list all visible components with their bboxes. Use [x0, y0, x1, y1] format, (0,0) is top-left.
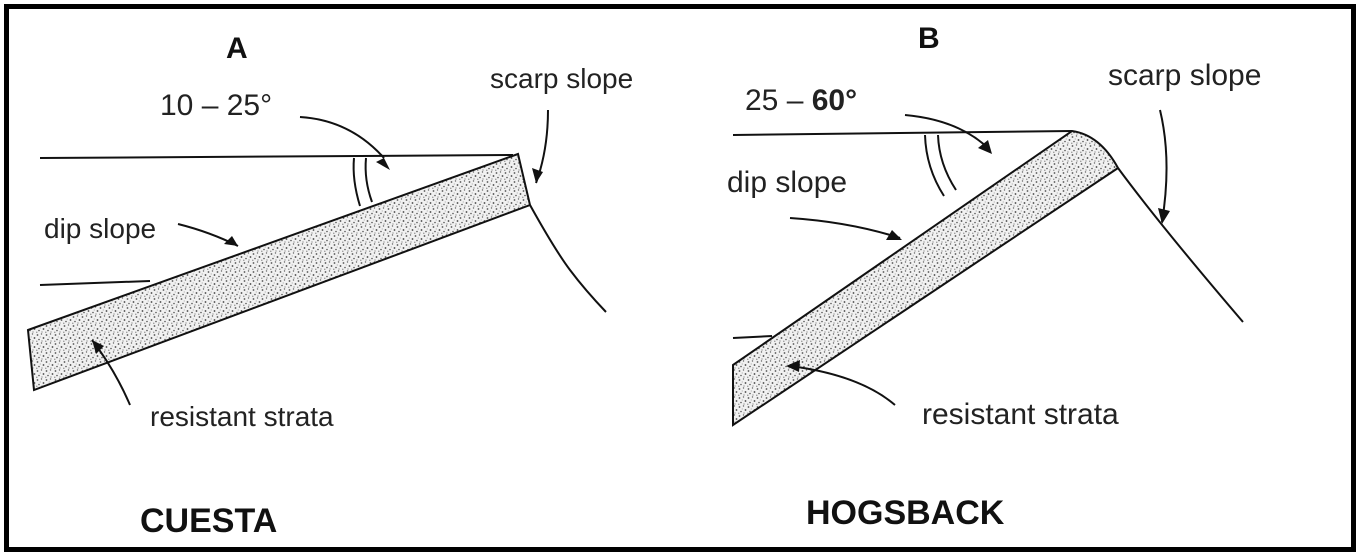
hogsback-angle-arc-inner: [938, 135, 956, 190]
panel-a-letter: A: [226, 32, 248, 65]
hogsback-dip-arrow: [790, 218, 900, 238]
hogsback-scarp-line: [1118, 168, 1243, 322]
cuesta-strata-label: resistant strata: [150, 401, 334, 432]
hogsback-title: HOGSBACK: [806, 494, 1005, 532]
hogsback-horizontal-line: [733, 131, 1072, 135]
cuesta-angle-arc-outer: [354, 158, 360, 206]
hogsback-angle-label: 25 – 60°: [745, 84, 857, 117]
hogsback-panel: B 25 – 60° scarp slope dip slope resista…: [727, 22, 1261, 532]
hogsback-scarp-arrow: [1160, 110, 1167, 222]
hogsback-angle-arc-outer: [925, 135, 944, 196]
cuesta-title: CUESTA: [140, 502, 277, 540]
hogsback-angle-value: 60°: [812, 84, 857, 117]
cuesta-ground-line: [40, 281, 150, 285]
hogsback-strata-label: resistant strata: [922, 398, 1119, 431]
cuesta-angle-arrow: [300, 117, 384, 158]
panel-b-letter: B: [918, 22, 940, 55]
hogsback-scarp-label: scarp slope: [1108, 59, 1261, 92]
hogsback-angle-prefix: 25 –: [745, 84, 812, 117]
cuesta-scarp-label: scarp slope: [490, 63, 633, 94]
hogsback-dip-label: dip slope: [727, 166, 847, 199]
cuesta-angle-arrowhead: [376, 158, 390, 170]
cuesta-angle-label: 10 – 25°: [160, 89, 272, 122]
cuesta-horizontal-line: [40, 155, 513, 158]
cuesta-angle-arc-inner: [366, 158, 372, 202]
hogsback-ground-line: [733, 336, 772, 338]
cuesta-panel: A 10 – 25° scarp slope dip slope resista…: [28, 32, 633, 540]
cuesta-scarp-line: [530, 205, 606, 312]
cuesta-dip-label: dip slope: [44, 213, 156, 244]
